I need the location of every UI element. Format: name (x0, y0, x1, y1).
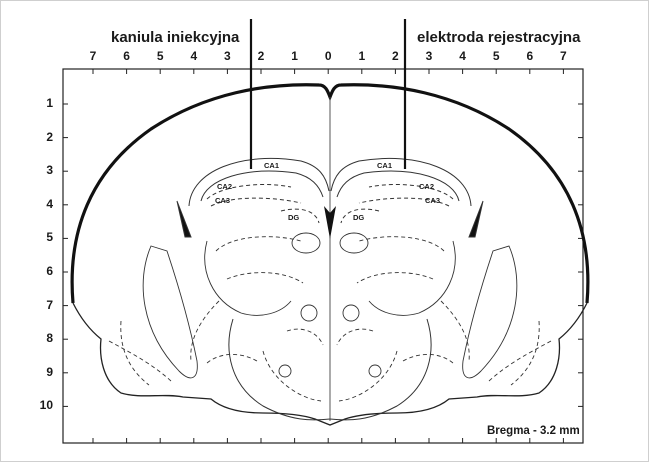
x-tick-label: 4 (184, 49, 204, 63)
hippocampus-left (177, 158, 329, 237)
y-tick-label: 4 (31, 197, 53, 211)
y-tick-label: 3 (31, 163, 53, 177)
x-tick-label: 2 (251, 49, 271, 63)
y-tick-label: 7 (31, 298, 53, 312)
y-tick-label: 5 (31, 230, 53, 244)
bregma-label: Bregma - 3.2 mm (487, 425, 580, 437)
region-label-right-ca2: CA2 (419, 182, 434, 191)
region-label-left-ca1: CA1 (264, 161, 279, 170)
x-tick-label: 7 (553, 49, 573, 63)
region-label-right-ca1: CA1 (377, 161, 392, 170)
x-tick-label: 1 (352, 49, 372, 63)
x-tick-label: 3 (217, 49, 237, 63)
region-label-right-ca3: CA3 (425, 196, 440, 205)
y-tick-label: 8 (31, 331, 53, 345)
region-label-right-dg: DG (353, 213, 364, 222)
region-label-left-dg: DG (288, 213, 299, 222)
y-tick-label: 10 (31, 398, 53, 412)
x-tick-label: 6 (520, 49, 540, 63)
left-probe-label: kaniula iniekcyjna (111, 29, 239, 46)
x-tick-label: 5 (486, 49, 506, 63)
x-tick-label: 4 (453, 49, 473, 63)
y-tick-label: 1 (31, 96, 53, 110)
y-tick-label: 6 (31, 264, 53, 278)
region-label-left-ca2: CA2 (217, 182, 232, 191)
left-axis-ticks (63, 104, 583, 406)
x-tick-label: 1 (285, 49, 305, 63)
x-tick-label: 5 (150, 49, 170, 63)
x-tick-label: 0 (318, 49, 338, 63)
right-probe-label: elektroda rejestracyjna (417, 29, 580, 46)
x-tick-label: 3 (419, 49, 439, 63)
y-tick-label: 2 (31, 130, 53, 144)
y-tick-label: 9 (31, 365, 53, 379)
x-tick-label: 6 (117, 49, 137, 63)
top-axis-ticks (93, 69, 563, 443)
x-tick-label: 2 (385, 49, 405, 63)
region-label-left-ca3: CA3 (215, 196, 230, 205)
x-tick-label: 7 (83, 49, 103, 63)
hippocampus-right (331, 158, 483, 237)
